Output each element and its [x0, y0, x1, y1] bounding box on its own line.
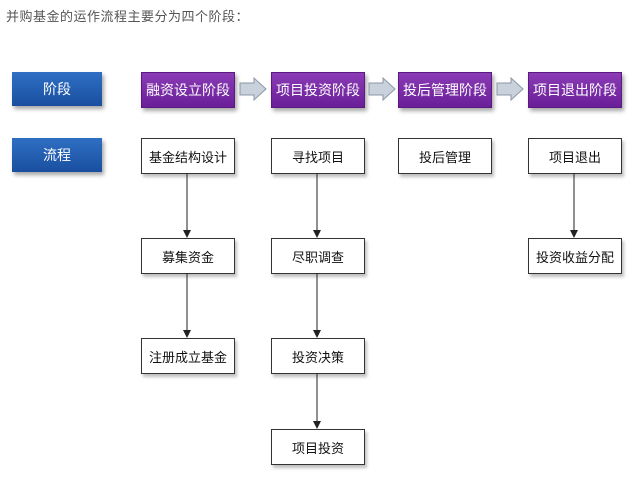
stage-arrow-3 [496, 76, 524, 102]
step-fund-structure-design: 基金结构设计 [141, 138, 235, 174]
stage-investment: 项目投资阶段 [271, 72, 365, 108]
step-raise-funds: 募集资金 [141, 238, 235, 274]
process-row-label: 流程 [12, 138, 102, 172]
step-distribute-returns: 投资收益分配 [528, 238, 622, 274]
stage-arrow-2 [368, 76, 396, 102]
step-find-projects: 寻找项目 [271, 138, 365, 174]
stage-arrow-1 [239, 76, 267, 102]
step-project-exit: 项目退出 [528, 138, 622, 174]
stage-post-investment: 投后管理阶段 [398, 72, 492, 108]
step-post-investment-management: 投后管理 [398, 138, 492, 174]
step-due-diligence: 尽职调查 [271, 238, 365, 274]
step-project-investment: 项目投资 [271, 429, 365, 465]
stage-fundraising: 融资设立阶段 [141, 72, 235, 108]
step-register-fund: 注册成立基金 [141, 338, 235, 374]
step-investment-decision: 投资决策 [271, 338, 365, 374]
stage-exit: 项目退出阶段 [528, 72, 622, 108]
stage-row-label: 阶段 [12, 72, 102, 106]
intro-text: 并购基金的运作流程主要分为四个阶段： [6, 10, 250, 25]
